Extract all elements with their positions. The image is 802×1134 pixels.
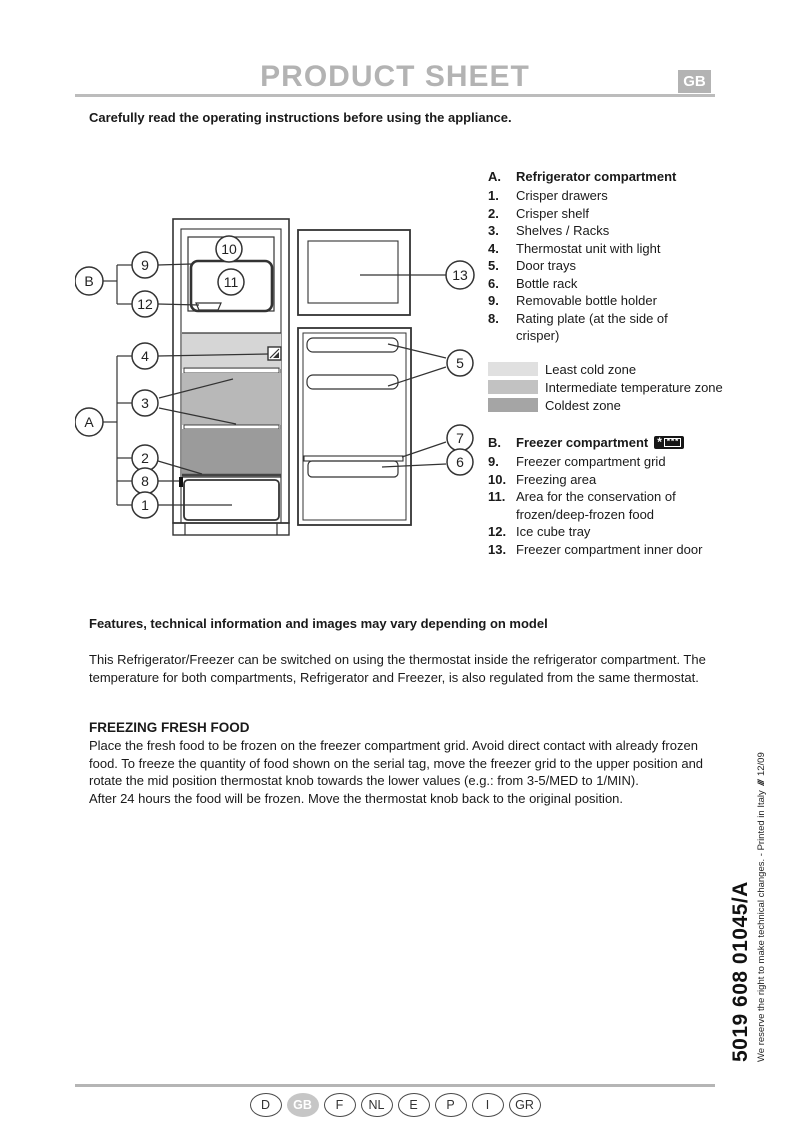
variability-note: Features, technical information and imag… [89, 616, 548, 631]
thermostat-icon [267, 346, 282, 361]
zone-legend-row: Least cold zone [488, 360, 718, 378]
callout-3: 3 [131, 389, 159, 417]
svg-text:A: A [84, 414, 94, 430]
callout-11: 11 [217, 268, 245, 296]
svg-text:7: 7 [456, 430, 464, 446]
language-option-gb[interactable]: GB [286, 1093, 319, 1117]
freezer-door-drawing [297, 229, 411, 316]
shelf-lower [183, 424, 280, 430]
svg-text:8: 8 [141, 473, 149, 489]
svg-text:B: B [84, 273, 93, 289]
svg-text:2: 2 [141, 450, 149, 466]
list-item: 6.Bottle rack [488, 275, 578, 291]
svg-text:4: 4 [141, 348, 149, 364]
svg-text:1: 1 [141, 497, 149, 513]
zone-legend-row: Intermediate temperature zone [488, 378, 723, 396]
freezing-paragraph: Place the fresh food to be frozen on the… [89, 738, 704, 806]
callout-12: 12 [131, 290, 159, 318]
callout-7: 7 [446, 424, 474, 452]
list-item: 1.Crisper drawers [488, 188, 608, 203]
svg-text:13: 13 [452, 267, 468, 283]
temperature-zones-legend: Least cold zone Intermediate temperature… [488, 360, 723, 414]
list-item: 2.Crisper shelf [488, 205, 589, 221]
callout-6: 6 [446, 448, 474, 476]
callout-8: 8 [131, 467, 159, 495]
svg-text:3: 3 [141, 395, 149, 411]
list-item: 4.Thermostat unit with light [488, 240, 661, 256]
list-item: 11.Area for the conservation of frozen/d… [488, 489, 676, 522]
footer-rule [75, 1084, 715, 1087]
list-item: 13.Freezer compartment inner door [488, 541, 703, 557]
intermediate-swatch [488, 380, 538, 394]
intro-paragraph: This Refrigerator/Freezer can be switche… [89, 652, 706, 685]
callout-1: 1 [131, 491, 159, 519]
least-cold-swatch [488, 362, 538, 376]
refrigerator-diagram: B 9 12 10 11 A 4 3 2 8 1 13 5 7 6 [74, 205, 485, 570]
legend-b-title: Freezer compartment**** [516, 434, 685, 452]
svg-text:12: 12 [137, 296, 153, 312]
refrigerator-legend: A. Refrigerator compartment 1.Crisper dr… [488, 168, 718, 345]
bottle-rack-tray [307, 460, 399, 478]
door-tray-1 [306, 337, 399, 353]
callout-B: B [74, 266, 104, 296]
callout-2: 2 [131, 444, 159, 472]
callout-5: 5 [446, 349, 474, 377]
print-date: 12/09 [756, 752, 767, 777]
freezing-heading: FREEZING FRESH FOOD [89, 720, 250, 735]
header-rule [75, 94, 715, 97]
brand-mark-icon: /// [756, 780, 767, 786]
svg-text:6: 6 [456, 454, 464, 470]
document-footnote: We reserve the right to make technical c… [756, 752, 767, 1062]
list-item: 8.Rating plate (at the side of crisper) [488, 310, 668, 344]
svg-text:10: 10 [221, 241, 237, 257]
coldest-swatch [488, 398, 538, 412]
refrigerator-door-drawing [297, 327, 412, 526]
svg-text:9: 9 [141, 257, 149, 273]
callout-4: 4 [131, 342, 159, 370]
callout-9: 9 [131, 251, 159, 279]
legend-a-letter: A. [488, 169, 501, 184]
zone-legend-row: Coldest zone [488, 396, 718, 414]
bottle-holder-rail [303, 455, 404, 462]
read-instructions-notice: Carefully read the operating instruction… [89, 110, 512, 125]
list-item: 12.Ice cube tray [488, 524, 591, 539]
freezer-star-rating-icon: **** [654, 435, 685, 449]
language-badge: GB [678, 70, 711, 93]
language-option-p[interactable]: P [434, 1093, 467, 1117]
door-tray-2 [306, 374, 399, 390]
language-option-gr[interactable]: GR [508, 1093, 541, 1117]
legend-a-title: Refrigerator compartment [516, 169, 677, 184]
refrigerator-diagram-svg: B 9 12 10 11 A 4 3 2 8 1 13 5 7 6 [74, 218, 475, 536]
language-option-f[interactable]: F [323, 1093, 356, 1117]
callout-13: 13 [445, 260, 475, 290]
list-item: 9.Removable bottle holder [488, 293, 657, 308]
callout-10: 10 [215, 235, 243, 263]
crisper-drawing [179, 476, 281, 521]
rating-plate-mark [179, 477, 183, 487]
language-option-d[interactable]: D [249, 1093, 282, 1117]
language-option-nl[interactable]: NL [360, 1093, 393, 1117]
page-title: PRODUCT SHEET [260, 60, 530, 93]
callout-lines [102, 263, 447, 506]
list-item: 10.Freezing area [488, 471, 597, 487]
callout-A: A [74, 407, 104, 437]
language-selector: D GB F NL E P I GR [75, 1093, 715, 1117]
least-cold-zone [182, 333, 281, 369]
freezer-legend: B. Freezer compartment**** 9.Freezer com… [488, 434, 718, 558]
document-code: 5019 608 01045/A [729, 881, 752, 1062]
language-option-e[interactable]: E [397, 1093, 430, 1117]
list-item: 3.Shelves / Racks [488, 223, 610, 238]
svg-text:11: 11 [224, 274, 239, 290]
coldest-zone [182, 429, 281, 475]
temperature-zones [182, 332, 281, 477]
language-option-i[interactable]: I [471, 1093, 504, 1117]
svg-text:5: 5 [456, 355, 464, 371]
intermediate-zone [182, 373, 281, 425]
legend-b-letter: B. [488, 435, 501, 450]
list-item: 9.Freezer compartment grid [488, 454, 666, 469]
list-item: 5.Door trays [488, 258, 576, 273]
